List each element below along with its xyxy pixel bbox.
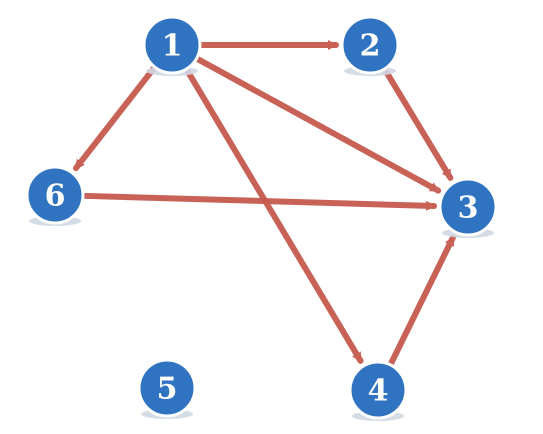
- node-label: 2: [360, 29, 381, 64]
- edges-layer: [72, 40, 456, 368]
- node-circle: [25, 165, 85, 225]
- nodes-layer: 1 2 3 4 5 6: [25, 15, 498, 421]
- edge-1-to-4: [183, 66, 364, 364]
- node-label: 6: [45, 179, 66, 214]
- node-label: 3: [458, 191, 479, 226]
- node-3: 3: [438, 177, 498, 238]
- edge-1-to-6: [72, 64, 158, 172]
- node-label: 5: [157, 372, 178, 407]
- node-circle: [142, 15, 202, 75]
- node-circle: [340, 15, 400, 75]
- node-5: 5: [137, 358, 197, 419]
- node-6: 6: [25, 165, 85, 226]
- node-label: 4: [368, 374, 389, 409]
- edge-4-to-3: [387, 234, 456, 368]
- edge-2-to-3: [381, 65, 454, 181]
- node-4: 4: [348, 360, 408, 421]
- edge-6-to-3: [79, 192, 438, 211]
- node-circle: [348, 360, 408, 420]
- node-circle: [438, 177, 498, 237]
- node-2: 2: [340, 15, 400, 76]
- edge-1-to-3: [193, 55, 442, 194]
- node-label: 1: [162, 29, 183, 64]
- node-circle: [137, 358, 197, 418]
- node-1: 1: [142, 15, 202, 76]
